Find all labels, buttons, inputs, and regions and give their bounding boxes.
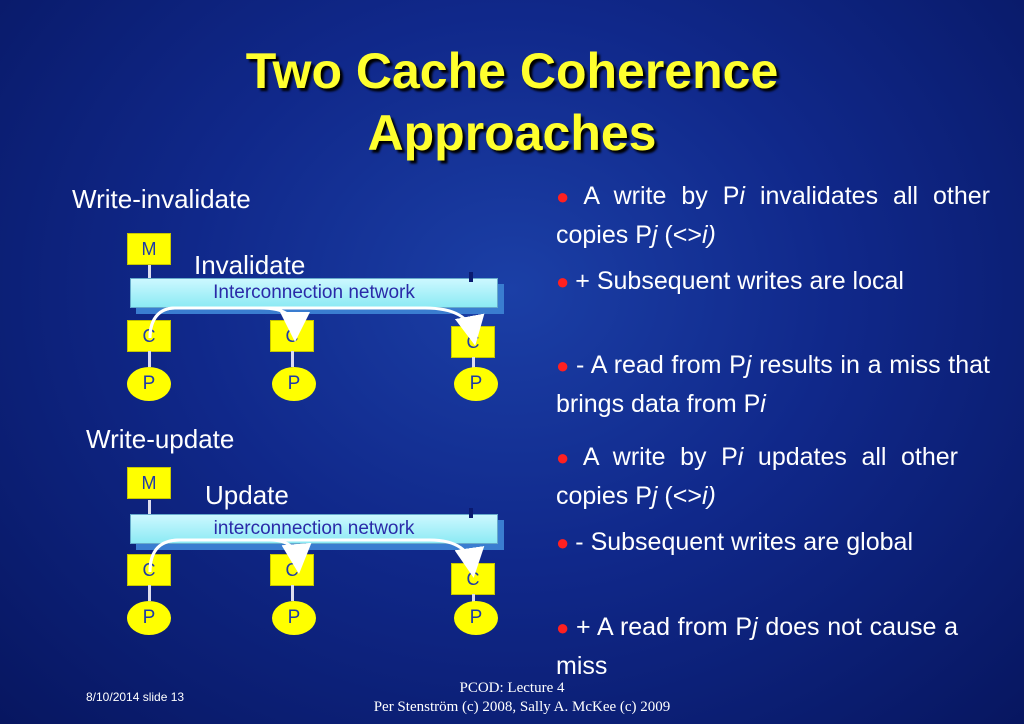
bullet-dot-icon: ●	[556, 184, 578, 209]
processor-node-3: P	[454, 367, 498, 401]
bullet-dot-icon: ●	[556, 530, 570, 555]
invalidate-bullet-2: ●+ Subsequent writes are local	[556, 267, 904, 295]
memory-stem	[148, 265, 151, 279]
invalidate-arrow-remote	[148, 306, 485, 346]
update-arrow-local	[148, 538, 312, 574]
invalidate-bullet-3: ●- A read from Pj results in a miss that…	[556, 351, 990, 418]
title-line-2: Approaches	[367, 105, 657, 161]
interconnection-network: Interconnection network	[130, 278, 498, 308]
invalidate-bullet-1: ●A write by Pi invalidates all other cop…	[556, 182, 991, 249]
invalidate-action-label: Invalidate	[194, 250, 306, 280]
write-update-label: Write-update	[86, 424, 235, 454]
bullet-dot-icon: ●	[556, 615, 571, 640]
cache-stem-4	[148, 585, 151, 601]
cache-stem-5	[291, 585, 294, 601]
update-bullet-1: ●A write by Pi updates all other copies …	[556, 443, 959, 510]
update-arrow-remote	[148, 538, 485, 578]
title-line-1: Two Cache Coherence	[245, 43, 779, 99]
bullet-dot-icon: ●	[556, 445, 577, 470]
processor-node-6: P	[454, 601, 498, 635]
footer-date-slide: 8/10/2014 slide 13	[86, 690, 185, 704]
cache-stem-3	[472, 357, 475, 369]
network-tick-2	[469, 508, 473, 518]
processor-node-1: P	[127, 367, 171, 401]
memory-node-2: M	[127, 467, 171, 499]
cache-stem-2	[291, 351, 294, 367]
processor-node-5: P	[272, 601, 316, 635]
footer-course: PCOD: Lecture 4	[459, 680, 565, 696]
update-bullet-3: ●+ A read from Pj does not cause a miss	[556, 613, 958, 680]
footer-credits: Per Stenström (c) 2008, Sally A. McKee (…	[373, 699, 671, 715]
write-invalidate-label: Write-invalidate	[72, 184, 251, 214]
cache-stem-6	[472, 594, 475, 604]
bullet-dot-icon: ●	[556, 269, 570, 294]
invalidate-arrow-local	[148, 306, 310, 342]
bullet-dot-icon: ●	[556, 353, 571, 378]
processor-node-2: P	[272, 367, 316, 401]
network-tick	[469, 272, 473, 282]
memory-stem-2	[148, 500, 151, 516]
processor-node-4: P	[127, 601, 171, 635]
update-bullet-2: ●- Subsequent writes are global	[556, 528, 913, 556]
slide-title: Two Cache Coherence Approaches	[0, 40, 1024, 164]
cache-stem-1	[148, 351, 151, 367]
update-action-label: Update	[205, 480, 289, 510]
memory-node: M	[127, 233, 171, 265]
